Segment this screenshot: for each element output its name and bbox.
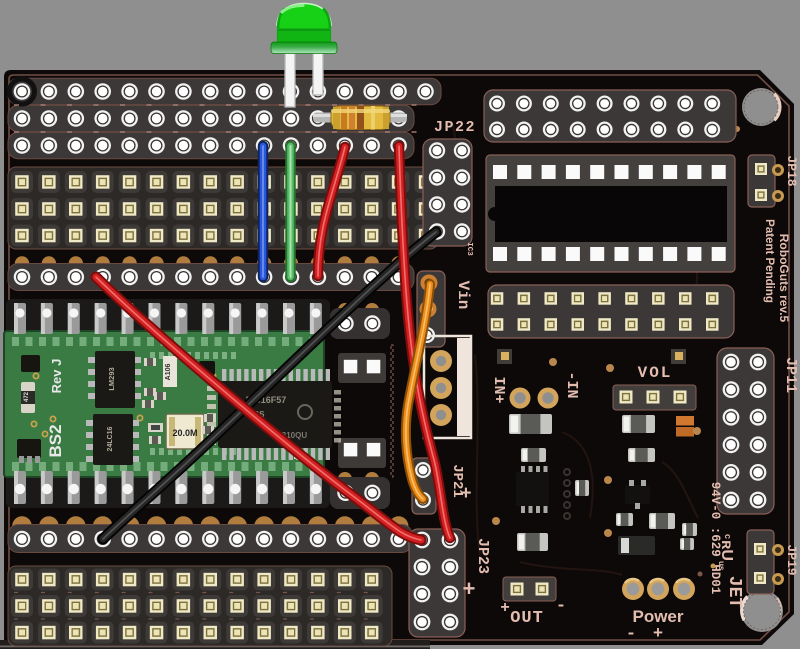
svg-text:Power: Power [632,607,683,626]
svg-text:-: - [556,597,566,616]
svg-text:PIC16F57: PIC16F57 [246,395,287,405]
svg-text:LM293: LM293 [107,367,116,390]
svg-text:IC3: IC3 [465,242,473,256]
svg-text:JP18: JP18 [784,155,799,186]
svg-text:OUT: OUT [510,609,544,628]
svg-text:JP23: JP23 [474,538,491,574]
svg-text:ʀU: ʀU [718,540,735,561]
svg-text:JP21: JP21 [449,464,465,498]
svg-text:Patent Pending: Patent Pending [763,219,775,303]
svg-text:BS2: BS2 [46,424,65,457]
svg-text:JET: JET [724,576,744,609]
svg-text:94V-0 :629 HD01: 94V-0 :629 HD01 [708,482,722,595]
svg-text:us: us [717,561,726,571]
svg-text:JP19: JP19 [784,544,799,575]
svg-text:JP22: JP22 [434,119,476,136]
svg-text:+: + [500,599,510,617]
svg-text:20.0M: 20.0M [172,428,197,438]
svg-text:24LC16: 24LC16 [107,426,114,451]
svg-text:VOL: VOL [638,364,673,382]
svg-text:+: + [462,578,475,603]
svg-text:+: + [653,625,663,644]
svg-text:+: + [460,483,471,505]
svg-text:09310QU: 09310QU [273,431,307,440]
svg-text:JP11: JP11 [782,357,799,393]
svg-text:-: - [626,625,636,644]
svg-text:-IN: -IN [563,371,580,398]
svg-text:IN+: IN+ [490,376,507,403]
svg-text:Vin: Vin [454,281,472,310]
svg-text:A106: A106 [165,364,172,381]
svg-text:472: 472 [24,391,30,402]
svg-text:Rev J: Rev J [49,359,64,394]
svg-text:c: c [723,534,733,539]
svg-text:RoboGuts rev.5: RoboGuts rev.5 [777,234,791,323]
